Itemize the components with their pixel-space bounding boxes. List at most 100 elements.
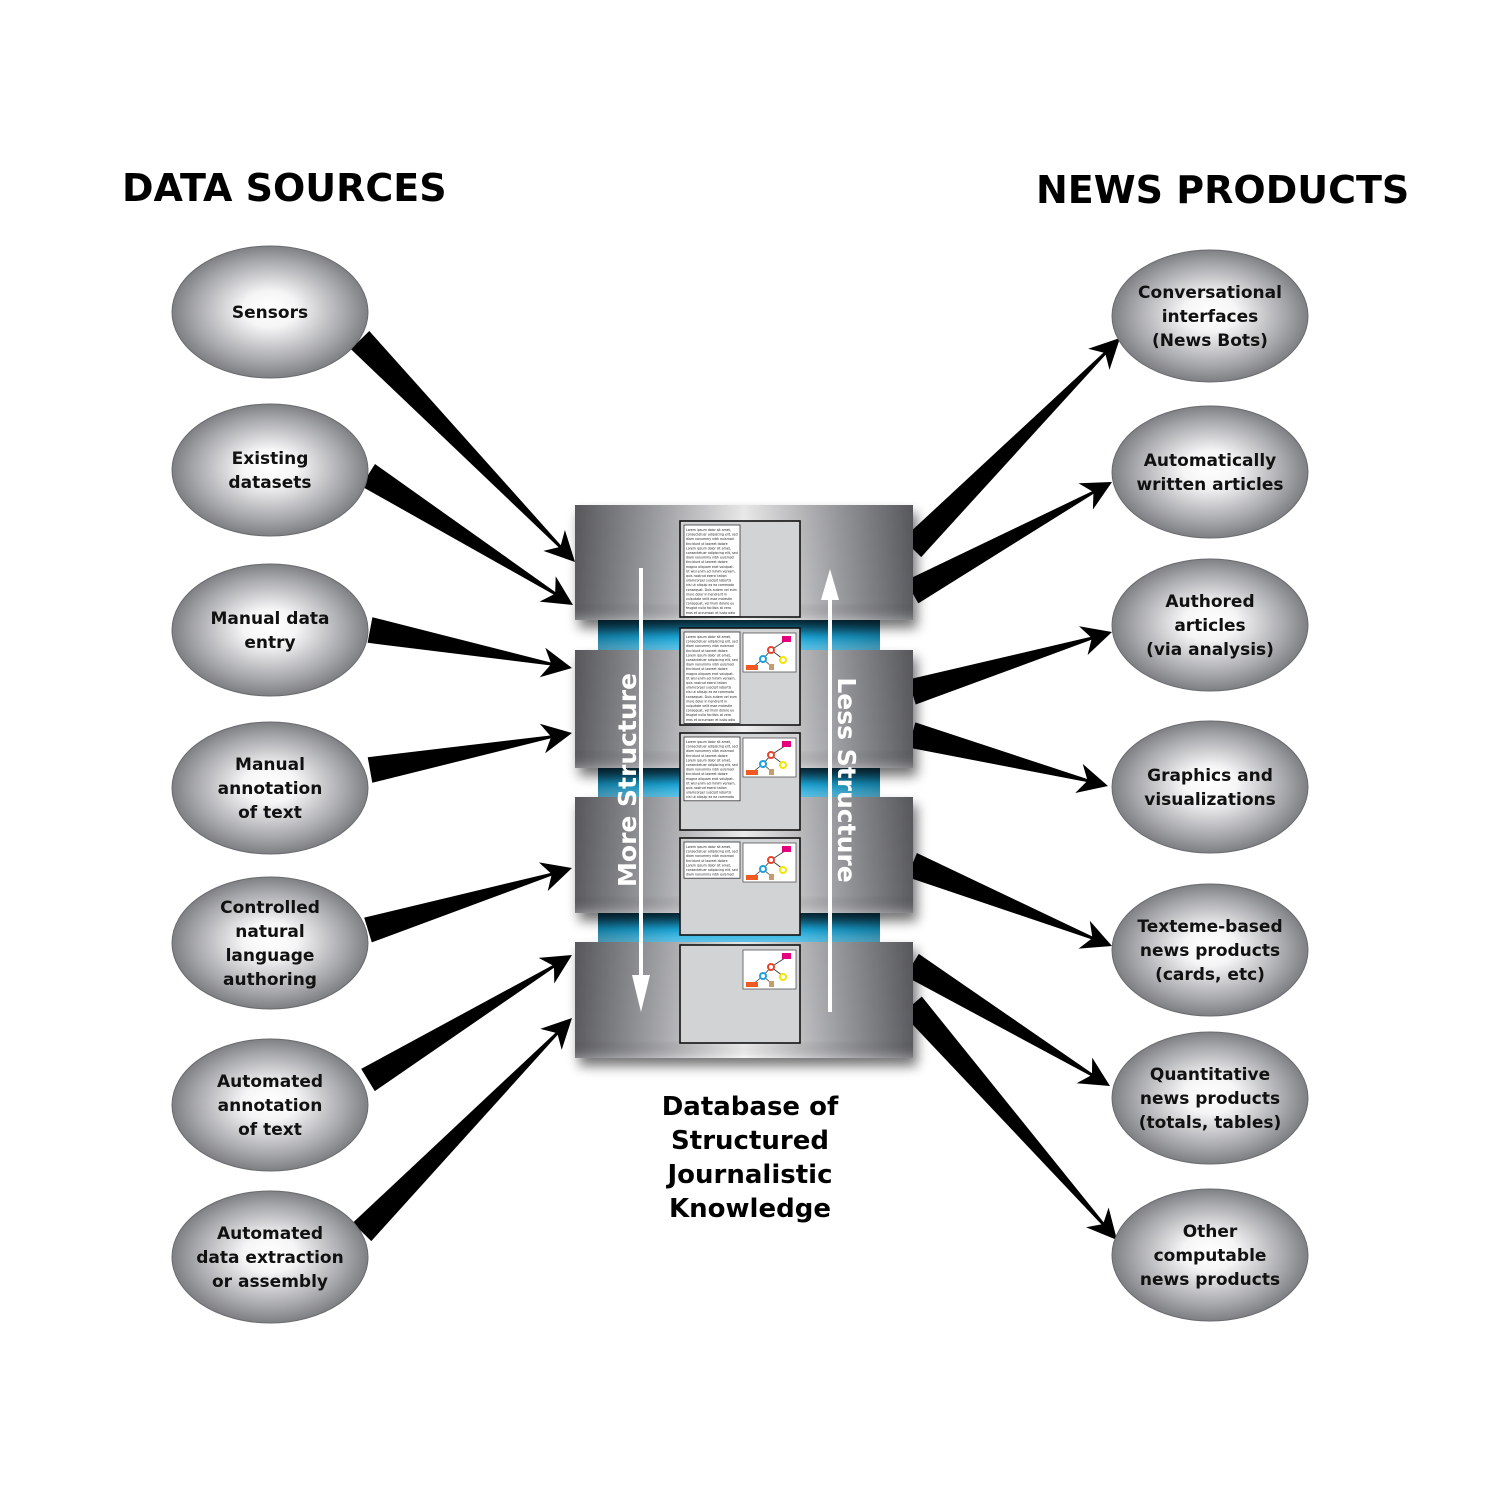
lorem-line: ullamcorper suscipit lobortis — [686, 686, 732, 690]
graph-node-red — [767, 751, 775, 759]
graph-node-orange — [746, 982, 758, 987]
lorem-line: consectetuer adipiscing elit, sed — [686, 868, 738, 872]
lorem-line: ullamcorper suscipit lobortis — [686, 791, 732, 795]
input-arrow — [364, 862, 572, 943]
node-label: language — [226, 946, 315, 966]
lorem-line: feugiat nulla facilisis at vero — [686, 606, 731, 610]
lorem-line: diam nonummy nibh euismod — [686, 644, 734, 648]
node-ellipse — [171, 1190, 369, 1324]
node-ellipse — [1111, 1188, 1309, 1322]
data-sources-heading: DATA SOURCES — [122, 166, 447, 210]
graph-node-tan — [769, 769, 774, 775]
input-arrow — [352, 1018, 572, 1242]
output-arrow — [902, 338, 1120, 558]
lorem-line: Ut wisi enim ad minim veniam, — [686, 569, 735, 573]
node-ellipse — [1111, 883, 1309, 1017]
graph-node-magenta — [782, 846, 791, 852]
lorem-line: Lorem ipsum dolor sit amet, — [686, 546, 731, 550]
lorem-line: diam nonummy nibh euismod — [686, 854, 734, 858]
lorem-line: diam nonummy nibh euismod — [686, 768, 734, 772]
lorem-line: consectetuer adipiscing elit, sed — [686, 745, 738, 749]
node-label: of text — [238, 1120, 302, 1140]
up-arrow-icon — [821, 569, 839, 600]
lorem-line: tincidunt ut laoreet dolore — [686, 560, 728, 564]
lorem-line: nisl ut aliquip ex ea commodo — [686, 690, 734, 694]
graph-node-tan — [769, 874, 774, 880]
lorem-line: vulputate velit esse molestie — [686, 704, 732, 708]
input-arrow — [350, 331, 575, 562]
document-card: Lorem ipsum dolor sit amet,consectetuer … — [679, 627, 801, 726]
node-label: of text — [238, 803, 302, 823]
lorem-line: Lorem ipsum dolor sit amet, — [686, 635, 731, 639]
graph-node-tan — [769, 981, 774, 987]
node-ellipse — [1111, 1031, 1309, 1165]
lorem-line: Ut wisi enim ad minim veniam, — [686, 781, 735, 785]
graph-node-magenta — [782, 741, 791, 747]
graph-node-orange — [746, 770, 758, 775]
output-arrow — [907, 853, 1112, 949]
node-label: datasets — [228, 473, 311, 493]
lorem-line: consectetuer adipiscing elit, sed — [686, 640, 738, 644]
node-label: Quantitative — [1150, 1065, 1270, 1085]
graph-node-yellow — [779, 866, 787, 874]
lorem-line: feugiat nulla facilisis at vero — [686, 713, 731, 717]
node-label: Manual — [235, 755, 305, 775]
document-card — [679, 944, 801, 1044]
document-text-block — [683, 736, 741, 802]
graph-node-orange — [746, 875, 758, 880]
node-label: Sensors — [232, 303, 308, 323]
node-label: interfaces — [1162, 307, 1259, 327]
node-ellipse — [1111, 720, 1309, 854]
more-structure-arrow-shaft — [639, 568, 643, 980]
caption-line: Database of — [661, 1092, 839, 1122]
graph-node-orange — [746, 665, 758, 670]
lorem-line: consequat, vel illum dolore eu — [686, 709, 734, 713]
document-text-block — [683, 524, 741, 617]
node-label: Authored — [1165, 592, 1254, 612]
lorem-line: consequat. Duis autem vel eum — [686, 695, 737, 699]
node-ellipse — [171, 563, 369, 697]
node-ellipse — [1111, 249, 1309, 383]
lorem-line: iriure dolor in hendrerit in — [686, 592, 727, 596]
lorem-line: nisl ut aliquip ex ea commodo — [686, 583, 734, 587]
input-arrow — [361, 955, 572, 1092]
node-label: news products — [1140, 1270, 1280, 1290]
lorem-line: consectetuer adipiscing elit, sed — [686, 533, 738, 537]
lorem-line: Lorem ipsum dolor sit amet, — [686, 528, 731, 532]
lorem-line: consectetuer adipiscing elit, sed — [686, 658, 738, 662]
lorem-line: iriure dolor in hendrerit in — [686, 699, 727, 703]
node-ellipse — [171, 1038, 369, 1172]
node-label: Graphics and — [1147, 766, 1273, 786]
lorem-line: magna aliquam erat volutpat. — [686, 565, 734, 569]
input-arrows — [350, 331, 575, 1242]
output-arrow — [905, 953, 1110, 1086]
output-arrow — [908, 722, 1108, 793]
node-ellipse — [1111, 558, 1309, 692]
graph-node-cyan — [759, 972, 767, 980]
output-arrow — [905, 482, 1112, 604]
node-label: computable — [1154, 1246, 1267, 1266]
lorem-line: consectetuer adipiscing elit, sed — [686, 763, 738, 767]
node-label: Automatically — [1144, 451, 1277, 471]
graph-node-yellow — [779, 656, 787, 664]
node-label: or assembly — [212, 1272, 328, 1292]
node-label: Automated — [217, 1072, 323, 1092]
node-label: (totals, tables) — [1139, 1113, 1282, 1133]
graph-node-red — [767, 646, 775, 654]
node-label: authoring — [223, 970, 317, 990]
graph-node-yellow — [779, 761, 787, 769]
lorem-line: Ut wisi enim ad minim veniam, — [686, 676, 735, 680]
caption-line: Structured — [671, 1126, 829, 1156]
caption-line: Knowledge — [669, 1194, 831, 1224]
lorem-line: eros et accumsan et iusto odio — [686, 718, 735, 722]
output-arrow — [908, 626, 1112, 705]
node-label: (via analysis) — [1146, 640, 1274, 660]
